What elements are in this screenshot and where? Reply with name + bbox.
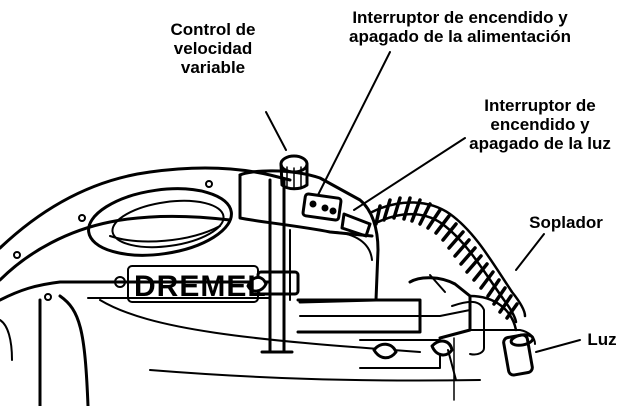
power-switch <box>301 192 343 222</box>
motor-head <box>238 169 380 304</box>
label-power-switch: Interruptor de encendido y apagado de la… <box>326 8 594 46</box>
label-power-line-1: Interruptor de encendido y <box>352 8 568 27</box>
label-light-switch: Interruptor de encendido y apagado de la… <box>454 96 626 153</box>
label-speed-line-1: Control de <box>170 20 256 39</box>
leader-speed <box>265 111 287 151</box>
label-light-switch-line-1: Interruptor de <box>484 96 596 115</box>
leader-lines <box>265 51 581 353</box>
hold-down-rod <box>246 178 300 354</box>
speed-knob <box>279 154 309 191</box>
label-speed-line-3: variable <box>180 58 246 77</box>
leader-blower <box>515 233 545 271</box>
label-speed-line-2: velocidad <box>173 39 253 58</box>
leader-light-switch <box>353 137 466 211</box>
arm-recess <box>87 187 233 257</box>
rivets <box>13 180 213 301</box>
work-light <box>468 294 535 377</box>
label-light-text: Luz <box>587 330 617 349</box>
light-switch <box>340 212 372 238</box>
label-power-line-2: apagado de la alimentación <box>348 27 571 46</box>
brand-text: DREMEL <box>134 270 267 303</box>
leader-power <box>317 51 391 196</box>
saw-arm <box>0 166 481 406</box>
leader-light <box>535 339 581 353</box>
label-blower: Soplador <box>520 213 612 232</box>
label-light-switch-line-2: encendido y <box>490 115 590 134</box>
label-blower-text: Soplador <box>529 213 603 232</box>
label-speed-control: Control de velocidad variable <box>152 20 274 77</box>
label-light: Luz <box>582 330 622 349</box>
label-light-switch-line-3: apagado de la luz <box>469 134 611 153</box>
blower-hose <box>370 196 527 324</box>
